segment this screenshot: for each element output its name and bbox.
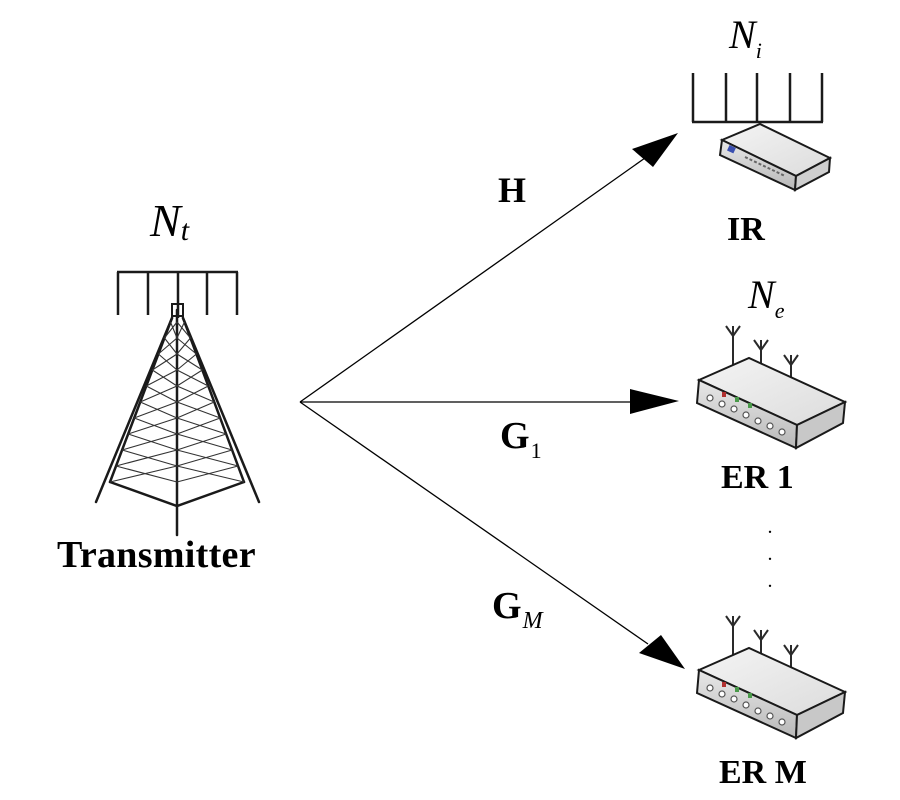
channel-g1-label: G1 [500, 415, 542, 463]
er1-antenna-count-label: Ne [748, 272, 784, 324]
tower-lattice-strut [176, 369, 209, 387]
tower-lattice-strut [176, 465, 239, 483]
tower-lattice-strut [176, 417, 221, 435]
channel-h-line [299, 157, 646, 403]
antenna-symbol: N [150, 195, 181, 246]
er1-label: ER 1 [721, 459, 794, 496]
tower-lattice-strut [164, 337, 178, 355]
dot: . [767, 516, 773, 538]
antenna-subscript: e [774, 298, 785, 323]
channel-symbol: H [498, 170, 527, 210]
channel-subscript: M [522, 608, 543, 634]
tower-lattice-strut [176, 321, 191, 339]
arrowhead-h-icon [632, 133, 678, 167]
tower-lattice-strut [140, 385, 178, 403]
router-with-antenna-array-icon [691, 73, 833, 192]
wifi-router-icon [695, 615, 848, 740]
tower-lattice-strut [176, 433, 233, 451]
erm-label: ER M [719, 754, 807, 791]
channel-symbol: G [500, 415, 530, 457]
tower-lattice-strut [109, 465, 178, 483]
channel-arrows [299, 157, 649, 645]
tower-lattice-strut [152, 353, 178, 371]
tower-lattice-strut [164, 321, 178, 339]
tower-lattice-strut [140, 401, 178, 419]
tower-lattice-strut [146, 369, 178, 387]
tower-lattice-strut [115, 465, 178, 483]
tower-lattice-strut [176, 401, 221, 419]
more-receivers-ellipsis: . . . [760, 514, 780, 595]
tower-lattice-strut [176, 385, 209, 403]
tower-lattice-strut [146, 385, 178, 403]
tower-lattice-strut [176, 433, 227, 451]
dot: . [767, 543, 773, 565]
channel-symbol: G [492, 585, 522, 627]
tower-lattice-strut [176, 465, 245, 483]
tower-lattice-strut [134, 417, 178, 435]
tower-lattice-strut [121, 449, 178, 467]
tower-lattice-strut [176, 321, 185, 339]
tower-lattice-strut [176, 401, 215, 419]
ir-label: IR [727, 211, 765, 248]
antenna-subscript: t [180, 214, 190, 247]
transmit-antenna-array-icon [116, 270, 239, 318]
tower-lattice-strut [176, 449, 239, 467]
tower-lattice-strut [127, 433, 178, 451]
tower-lattice-strut [176, 449, 233, 467]
cell-tower-icon [94, 270, 261, 537]
channel-subscript: 1 [530, 438, 542, 463]
tower-lattice-strut [127, 417, 178, 435]
arrowhead-g1-icon [630, 389, 679, 414]
transmitter-label: Transmitter [57, 534, 256, 576]
ir-antenna-count-label: Ni [729, 12, 762, 64]
tower-lattice-strut [176, 385, 215, 403]
tower-lattice-strut [176, 369, 203, 387]
tower-lattice-strut [158, 353, 178, 371]
tower-lattice-strut [115, 449, 178, 467]
tower-lattice-strut [169, 321, 178, 339]
antenna-symbol: N [729, 12, 756, 57]
tower-lattice-strut [176, 417, 227, 435]
transmitter-antenna-count-label: Nt [150, 196, 189, 252]
tower-lattice-strut [134, 401, 178, 419]
channel-h-label: H [498, 170, 526, 210]
dot: . [767, 570, 773, 592]
tower-lattice-strut [121, 433, 178, 451]
antenna-subscript: i [755, 38, 762, 63]
channel-gm-label: GM [492, 585, 543, 634]
antenna-symbol: N [748, 272, 775, 317]
channel-gm-line [299, 401, 649, 645]
tower-lattice-strut [152, 369, 178, 387]
tower-lattice-strut [176, 337, 197, 355]
wifi-router-icon [695, 325, 848, 450]
tower-lattice-strut [176, 353, 197, 371]
tower-lattice-strut [158, 337, 178, 355]
receive-antenna-array-icon [691, 73, 824, 124]
tower-lattice-strut [176, 353, 203, 371]
tower-lattice-strut [176, 337, 191, 355]
arrowhead-gm-icon [639, 635, 685, 669]
